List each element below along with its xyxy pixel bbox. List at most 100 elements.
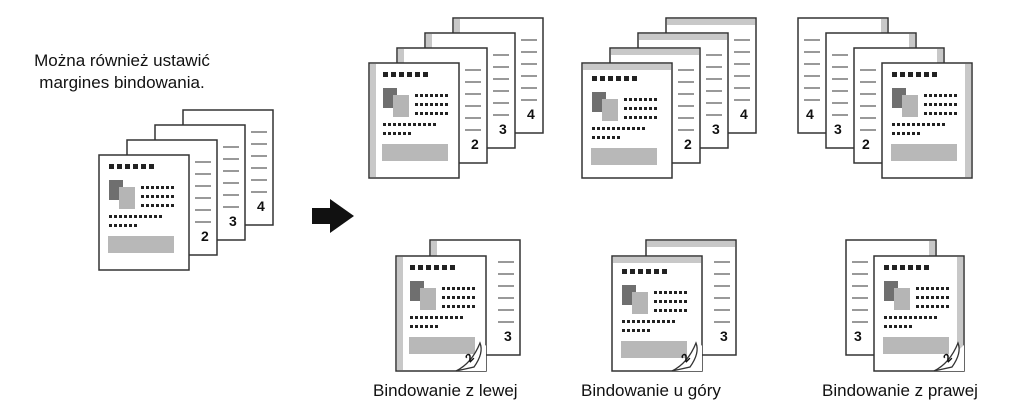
text-dot (944, 94, 947, 97)
text-dot (894, 325, 897, 328)
text-dot (637, 320, 640, 323)
text-dot (936, 305, 939, 308)
text-dot (642, 127, 645, 130)
page-curl (455, 341, 482, 372)
header-dot (418, 265, 423, 270)
text-dot (607, 136, 610, 139)
text-dot (647, 320, 650, 323)
page-number: 3 (854, 328, 862, 344)
text-dot (428, 123, 431, 126)
header-dot (415, 72, 420, 77)
text-dot (435, 325, 438, 328)
text-dot (144, 215, 147, 218)
text-dot (664, 291, 667, 294)
text-dot (902, 132, 905, 135)
text-dot (420, 103, 423, 106)
text-dot (156, 204, 159, 207)
text-dot (151, 186, 154, 189)
header-dot (916, 265, 921, 270)
duplex-bind-left: 32 (395, 239, 521, 372)
text-dot (398, 132, 401, 135)
text-dot (171, 204, 174, 207)
text-dot (649, 116, 652, 119)
text-dot (669, 291, 672, 294)
text-dot (452, 296, 455, 299)
text-dot (637, 329, 640, 332)
text-dot (415, 94, 418, 97)
header-dot (900, 265, 905, 270)
image-block-light (119, 187, 135, 209)
text-dot (637, 127, 640, 130)
text-dot (669, 309, 672, 312)
image-block-light (632, 292, 648, 314)
text-dot (602, 136, 605, 139)
text-dot (166, 186, 169, 189)
text-dot (146, 204, 149, 207)
text-dot (921, 305, 924, 308)
image-block-light (393, 95, 409, 117)
text-dot (939, 94, 942, 97)
page-number: 3 (720, 328, 728, 344)
text-dot (889, 316, 892, 319)
header-dot (616, 76, 621, 81)
text-dot (139, 215, 142, 218)
text-dot (141, 204, 144, 207)
front-page: 2 (395, 255, 487, 372)
text-dot (931, 296, 934, 299)
text-dot (462, 305, 465, 308)
text-dot (627, 329, 630, 332)
footer-bar (108, 236, 174, 253)
text-dot (909, 325, 912, 328)
text-dot (624, 98, 627, 101)
text-dot (114, 224, 117, 227)
text-dot (657, 320, 660, 323)
text-dot (450, 316, 453, 319)
header-dot (646, 269, 651, 274)
header-dot (638, 269, 643, 274)
text-dot (607, 127, 610, 130)
text-dot (647, 329, 650, 332)
text-dot (141, 186, 144, 189)
text-dot (654, 300, 657, 303)
text-dot (455, 316, 458, 319)
text-dot (639, 98, 642, 101)
header-dot (916, 72, 921, 77)
text-dot (934, 316, 937, 319)
text-dot (937, 123, 940, 126)
right-arrow-icon (312, 199, 354, 233)
text-dot (644, 107, 647, 110)
text-dot (629, 98, 632, 101)
front-page (98, 154, 190, 271)
text-dot (622, 127, 625, 130)
page-curl (933, 341, 960, 372)
text-dot (627, 320, 630, 323)
text-dot (447, 287, 450, 290)
header-dot (654, 269, 659, 274)
text-dot (934, 94, 937, 97)
text-dot (944, 103, 947, 106)
image-block-light (602, 99, 618, 121)
text-dot (924, 316, 927, 319)
intro-note: Można również ustawić margines bindowani… (0, 50, 244, 94)
text-dot (934, 103, 937, 106)
text-dot (624, 107, 627, 110)
text-dot (919, 316, 922, 319)
text-dot (654, 309, 657, 312)
text-dot (929, 94, 932, 97)
text-dot (166, 195, 169, 198)
text-dot (932, 123, 935, 126)
text-dot (134, 215, 137, 218)
text-dot (924, 94, 927, 97)
text-dot (629, 116, 632, 119)
header-dot (892, 265, 897, 270)
header-dot (117, 164, 122, 169)
header-dot (407, 72, 412, 77)
header-dot (450, 265, 455, 270)
text-dot (415, 112, 418, 115)
footer-bar (409, 337, 475, 354)
text-dot (156, 195, 159, 198)
text-dot (420, 316, 423, 319)
text-dot (929, 103, 932, 106)
intro-note-line-2: margines bindowania. (39, 73, 205, 92)
